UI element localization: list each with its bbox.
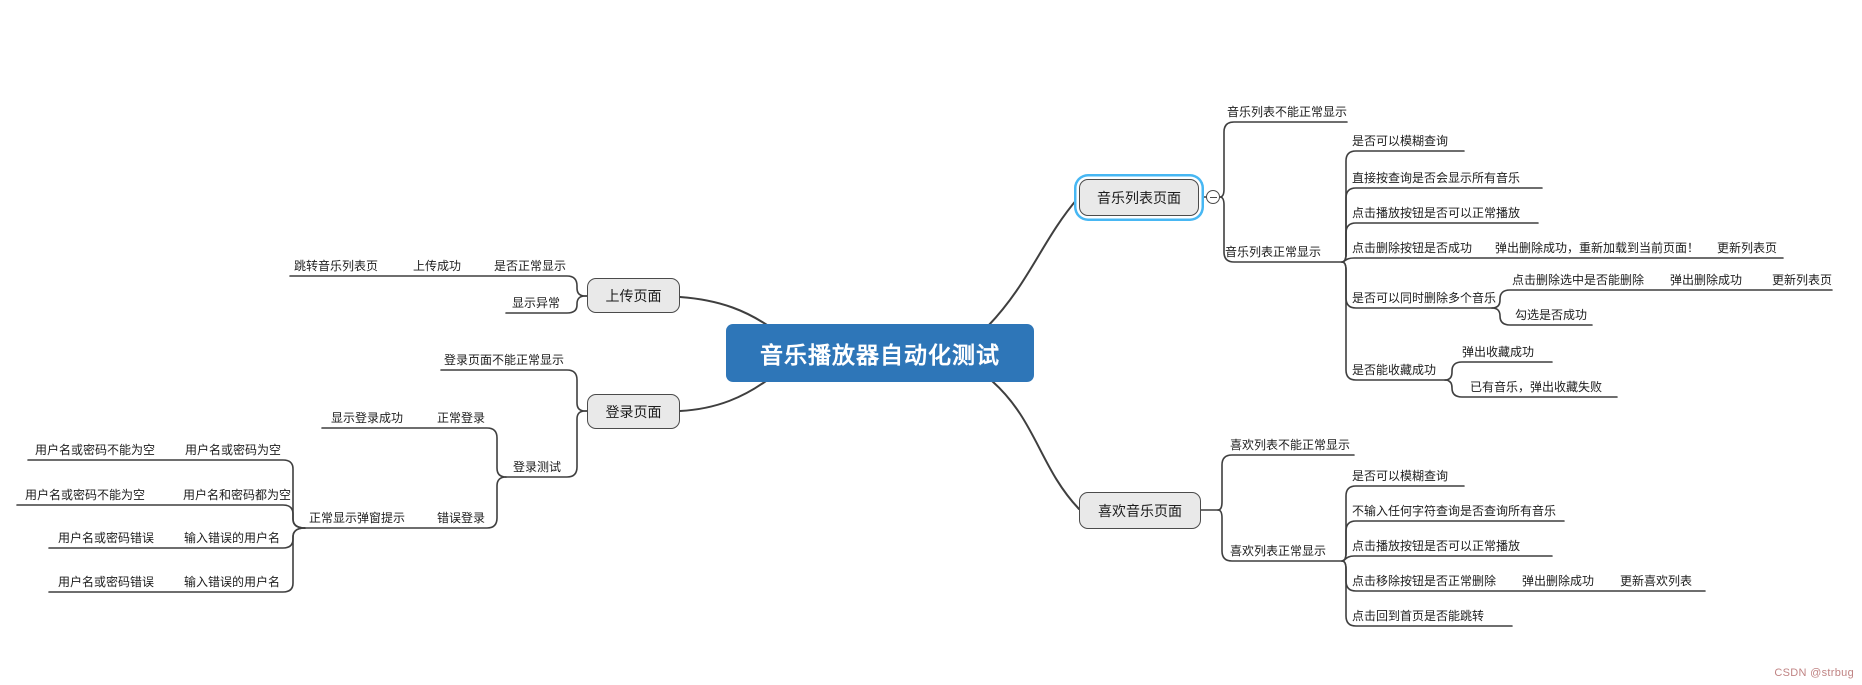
topic-login-not-display[interactable]: 登录页面不能正常显示 (444, 353, 565, 367)
minus-icon (1209, 196, 1217, 198)
topic-upload-display-normal[interactable]: 是否正常显示 (494, 259, 567, 273)
upload-branch-lines (289, 275, 588, 314)
topic-ml-display[interactable]: 音乐列表正常显示 (1225, 245, 1322, 259)
topic-ml-multi-update[interactable]: 更新列表页 (1772, 273, 1833, 287)
topic-upload-jump-list[interactable]: 跳转音乐列表页 (294, 259, 379, 273)
topic-case1-hint[interactable]: 用户名或密码不能为空 (35, 443, 156, 457)
node-music-list-page[interactable]: 音乐列表页面 (1079, 179, 1199, 216)
topic-ml-query-all[interactable]: 直接按查询是否会显示所有音乐 (1352, 171, 1521, 185)
node-upload-page[interactable]: 上传页面 (587, 278, 680, 313)
login-branch-lines (16, 369, 588, 593)
topic-fav-display[interactable]: 喜欢列表正常显示 (1230, 544, 1327, 558)
central-topic[interactable]: 音乐播放器自动化测试 (726, 324, 1034, 382)
topic-fav-home-jump[interactable]: 点击回到首页是否能跳转 (1352, 609, 1485, 623)
topic-fav-query-all[interactable]: 不输入任何字符查询是否查询所有音乐 (1352, 504, 1557, 518)
node-login-page[interactable]: 登录页面 (587, 394, 680, 429)
topic-ml-multi-popup[interactable]: 弹出删除成功 (1670, 273, 1743, 287)
topic-fav-not-display[interactable]: 喜欢列表不能正常显示 (1230, 438, 1351, 452)
music-list-branch-lines (1198, 121, 1833, 398)
topic-ml-delete-popup[interactable]: 弹出删除成功，重新加载到当前页面！ (1495, 241, 1700, 255)
topic-ml-multi-check[interactable]: 勾选是否成功 (1515, 308, 1588, 322)
topic-ml-favorite-popup[interactable]: 弹出收藏成功 (1462, 345, 1535, 359)
topic-case2-input[interactable]: 用户名和密码都为空 (183, 488, 292, 502)
topic-upload-success[interactable]: 上传成功 (413, 259, 462, 273)
csdn-watermark: CSDN @strbug (1774, 667, 1854, 679)
topic-ml-favorite[interactable]: 是否能收藏成功 (1352, 363, 1437, 377)
topic-fav-remove[interactable]: 点击移除按钮是否正常删除 (1352, 574, 1497, 588)
topic-case2-hint[interactable]: 用户名或密码不能为空 (25, 488, 146, 502)
topic-ml-multi-click[interactable]: 点击删除选中是否能删除 (1512, 273, 1645, 287)
branch-curves (679, 197, 1080, 510)
topic-fav-play[interactable]: 点击播放按钮是否可以正常播放 (1352, 539, 1521, 553)
collapse-toggle-icon[interactable] (1206, 190, 1220, 204)
topic-login-test[interactable]: 登录测试 (513, 460, 562, 474)
topic-ml-multi-delete[interactable]: 是否可以同时删除多个音乐 (1352, 291, 1497, 305)
topic-case4-input[interactable]: 输入错误的用户名 (184, 575, 281, 589)
topic-fav-fuzzy-query[interactable]: 是否可以模糊查询 (1352, 469, 1449, 483)
topic-ml-delete[interactable]: 点击删除按钮是否成功 (1352, 241, 1473, 255)
topic-login-popup-hint[interactable]: 正常显示弹窗提示 (309, 511, 406, 525)
topic-ml-fuzzy-query[interactable]: 是否可以模糊查询 (1352, 134, 1449, 148)
topic-case3-input[interactable]: 输入错误的用户名 (184, 531, 281, 545)
topic-fav-remove-popup[interactable]: 弹出删除成功 (1522, 574, 1595, 588)
node-favorite-music-page[interactable]: 喜欢音乐页面 (1079, 492, 1201, 529)
topic-case1-input[interactable]: 用户名或密码为空 (185, 443, 282, 457)
topic-case3-hint[interactable]: 用户名或密码错误 (58, 531, 155, 545)
topic-case4-hint[interactable]: 用户名或密码错误 (58, 575, 155, 589)
topic-ml-play[interactable]: 点击播放按钮是否可以正常播放 (1352, 206, 1521, 220)
topic-ml-not-display[interactable]: 音乐列表不能正常显示 (1227, 105, 1348, 119)
topic-ml-delete-update[interactable]: 更新列表页 (1717, 241, 1778, 255)
topic-login-normal[interactable]: 正常登录 (437, 411, 486, 425)
favorite-branch-lines (1200, 454, 1706, 627)
topic-ml-favorite-fail[interactable]: 已有音乐，弹出收藏失败 (1470, 380, 1603, 394)
topic-login-error[interactable]: 错误登录 (437, 511, 486, 525)
topic-fav-remove-update[interactable]: 更新喜欢列表 (1620, 574, 1693, 588)
topic-upload-display-abnormal[interactable]: 显示异常 (512, 296, 561, 310)
topic-login-show-success[interactable]: 显示登录成功 (331, 411, 404, 425)
